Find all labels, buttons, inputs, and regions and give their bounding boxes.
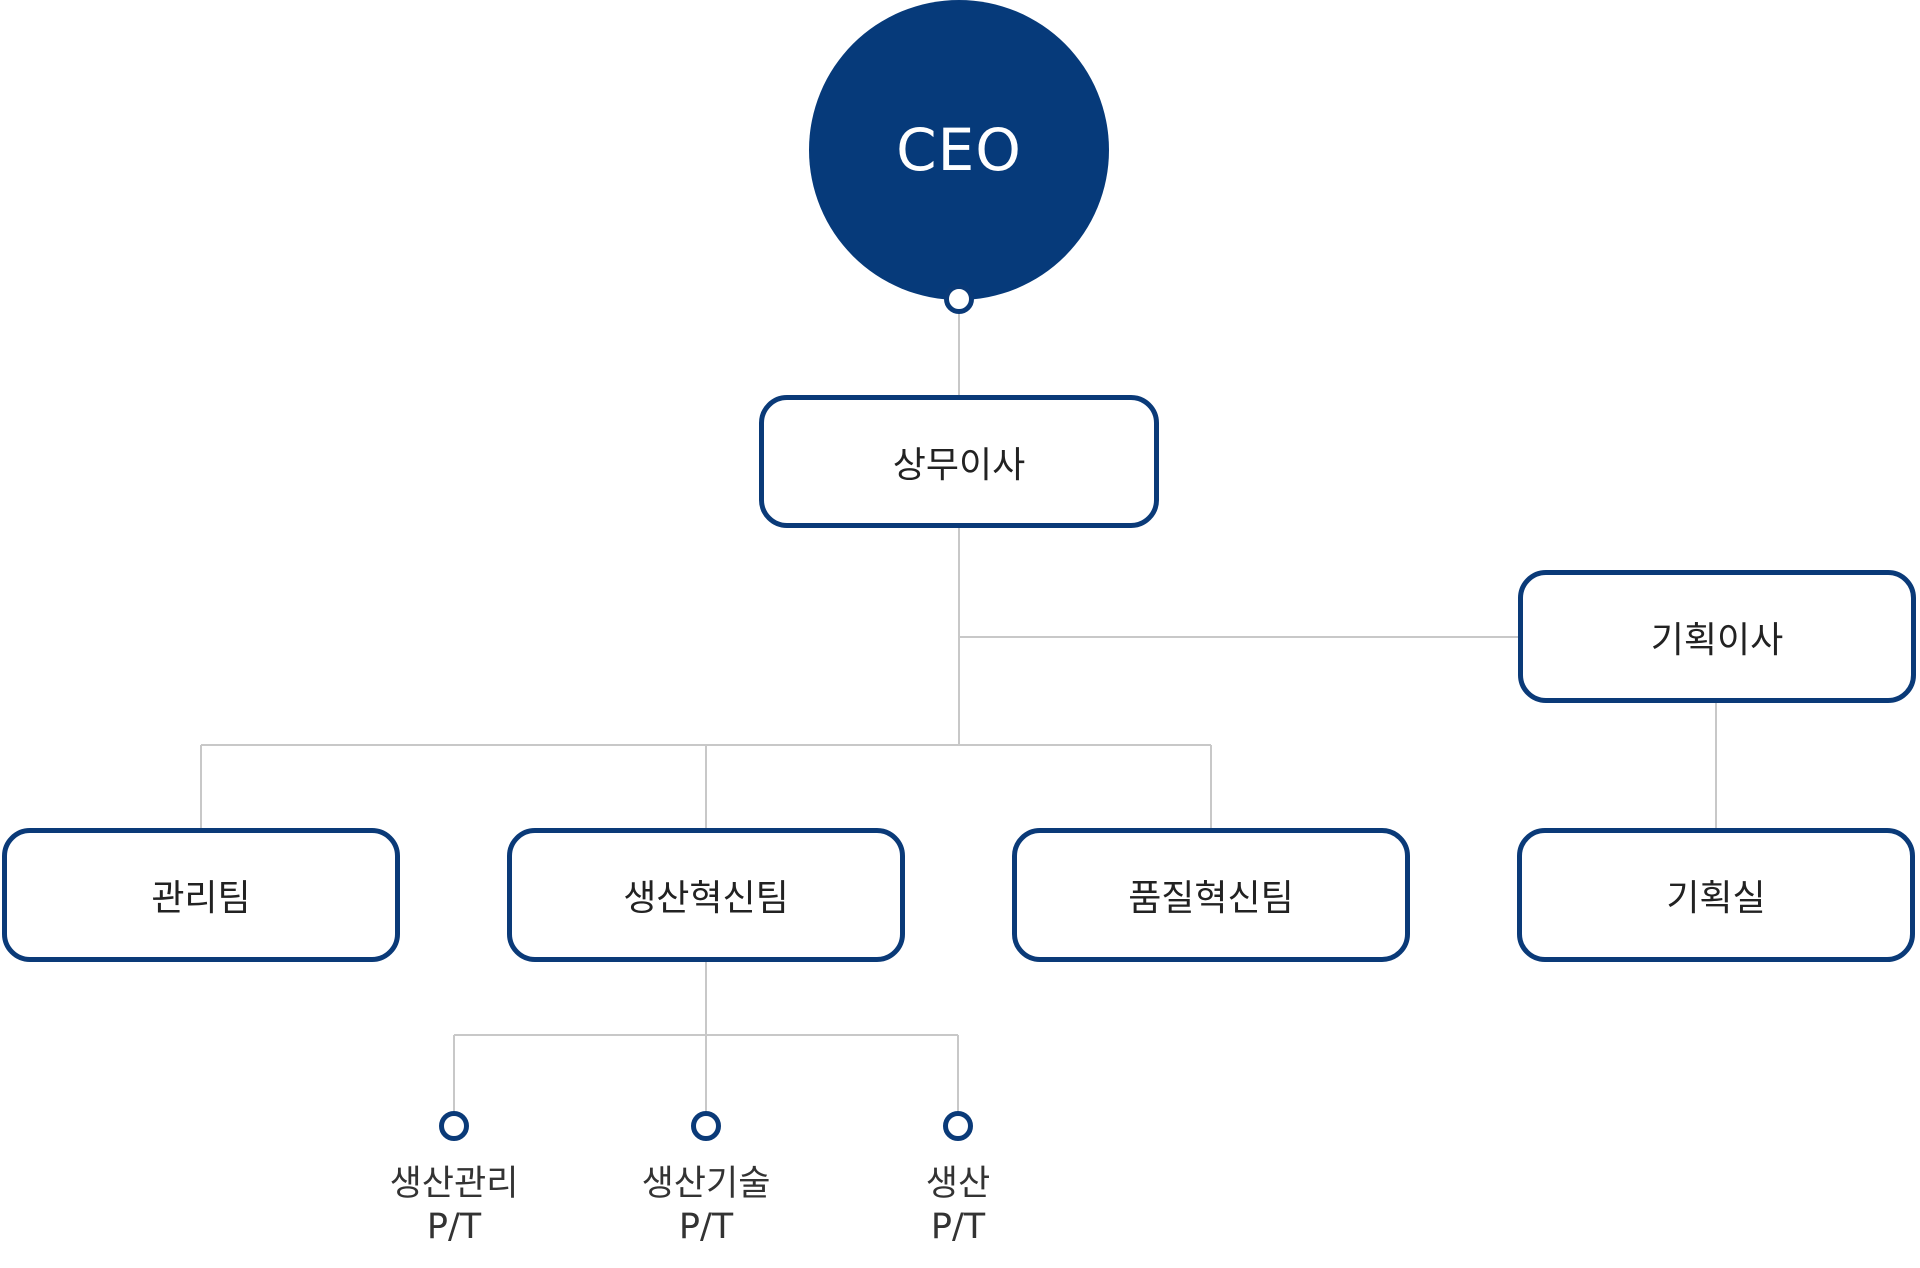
sub-unit-label-2-line1: 생산기술 [641, 1164, 771, 1204]
ceo-label: CEO [896, 116, 1022, 184]
sub-unit-label-2-line2: P/T [678, 1207, 734, 1247]
sub-unit-dot-3 [943, 1111, 973, 1141]
ceo-connector-dot [944, 284, 974, 314]
sub-unit-label-2: 생산기술 P/T [586, 1163, 826, 1249]
admin-team-box[interactable]: 관리팀 [2, 828, 400, 962]
quality-innovation-team-label: 품질혁신팀 [1128, 878, 1294, 919]
sub-unit-label-3-line1: 생산 [925, 1164, 991, 1204]
production-innovation-team-label: 생산혁신팀 [623, 878, 789, 919]
sub-unit-label-3: 생산 P/T [838, 1163, 1078, 1249]
ceo-node[interactable]: CEO [809, 0, 1109, 300]
sub-unit-dot-1 [439, 1111, 469, 1141]
production-innovation-team-box[interactable]: 생산혁신팀 [507, 828, 905, 962]
planning-office-box[interactable]: 기획실 [1517, 828, 1915, 962]
managing-director-box[interactable]: 상무이사 [759, 395, 1159, 528]
planning-director-box[interactable]: 기획이사 [1518, 570, 1916, 703]
admin-team-label: 관리팀 [151, 878, 251, 919]
managing-director-label: 상무이사 [892, 444, 1026, 486]
planning-office-label: 기획실 [1666, 878, 1766, 919]
sub-unit-dot-2 [691, 1111, 721, 1141]
sub-unit-label-1: 생산관리 P/T [334, 1163, 574, 1249]
planning-director-label: 기획이사 [1650, 619, 1784, 661]
sub-unit-label-1-line2: P/T [426, 1207, 482, 1247]
quality-innovation-team-box[interactable]: 품질혁신팀 [1012, 828, 1410, 962]
sub-unit-label-3-line2: P/T [930, 1207, 986, 1247]
sub-unit-label-1-line1: 생산관리 [389, 1164, 519, 1204]
